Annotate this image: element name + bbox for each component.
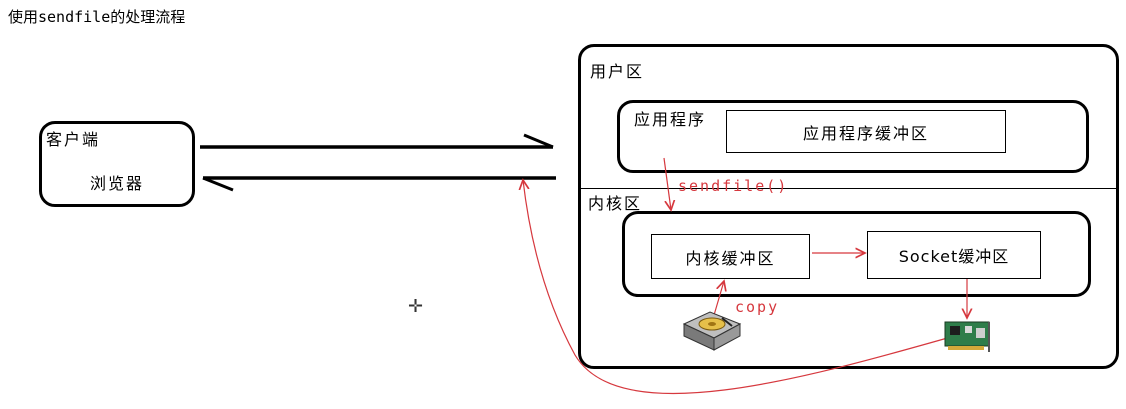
copy-annotation: copy [735,298,780,316]
application-label: 应用程序 [634,110,707,129]
kernel-zone-label: 内核区 [588,194,643,213]
network-card-icon [944,321,990,352]
socket-buffer: Socket缓冲区 [867,231,1041,279]
browser-label: 浏览器 [90,174,145,193]
kernel-box [622,211,1091,297]
client-box [39,121,195,207]
sendfile-arrow [663,157,671,210]
kernel-buffer: 内核缓冲区 [651,234,810,279]
hard-disk-icon [682,311,742,351]
page-title: 使用sendfile的处理流程 [8,8,186,26]
request-arrow [200,133,554,149]
user-zone-label: 用户区 [590,62,645,81]
client-label: 客户端 [46,130,101,149]
application-buffer: 应用程序缓冲区 [726,110,1006,153]
nic-to-client-curve [523,180,959,395]
system-box [578,44,1119,369]
application-box [617,100,1089,173]
crosshair-cursor-icon: ✛ [408,296,424,317]
response-arrow [202,176,556,192]
sendfile-annotation: sendfile() [678,177,789,195]
zone-divider [580,188,1118,189]
